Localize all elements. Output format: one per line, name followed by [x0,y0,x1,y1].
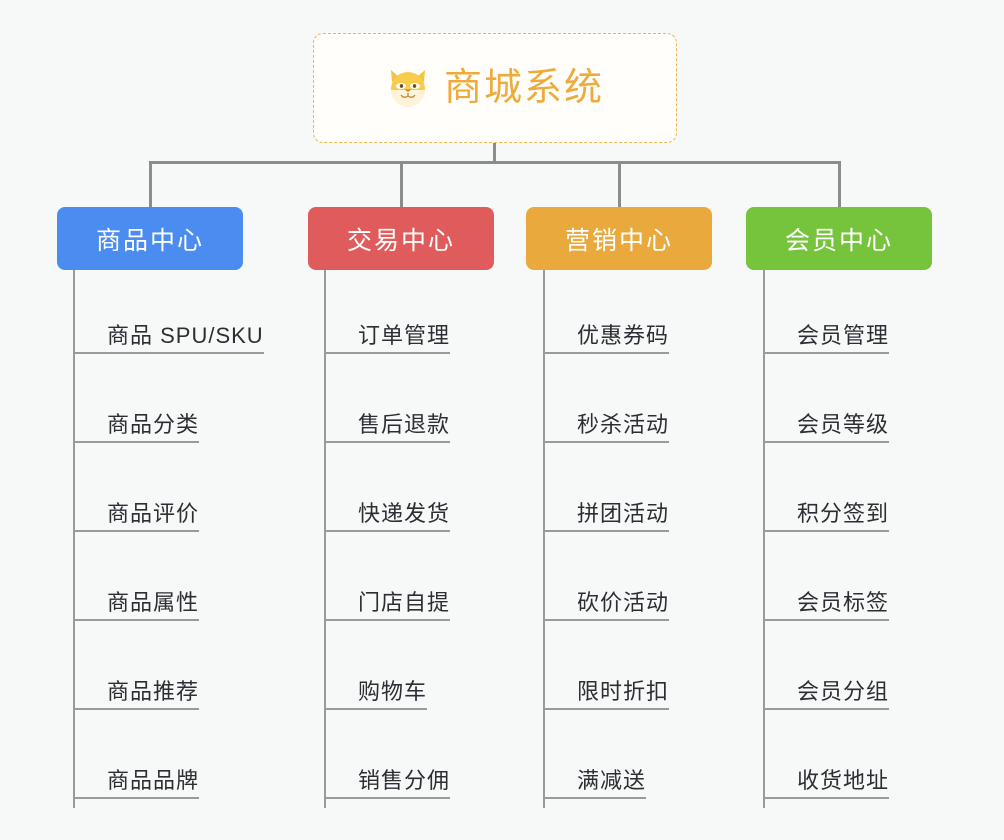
leaf-label: 快递发货 [358,500,451,526]
leaf-label: 订单管理 [358,322,451,348]
leaf-label: 商品分类 [107,411,200,437]
leaf-label: 会员管理 [797,322,890,348]
leaf-item[interactable]: 会员等级 [765,359,890,443]
category-label: 商品中心 [95,226,204,255]
leaf-item[interactable]: 秒杀活动 [545,359,670,443]
leaf-item[interactable]: 门店自提 [326,537,451,621]
leaf-item[interactable]: 商品 SPU/SKU [75,270,264,354]
leaf-item[interactable]: 订单管理 [326,270,451,354]
leaf-label: 砍价活动 [577,589,670,615]
leaf-label: 会员等级 [797,411,890,437]
column-spine [324,270,326,808]
leaf-item[interactable]: 销售分佣 [326,715,451,799]
leaf-item[interactable]: 商品评价 [75,448,200,532]
leaf-label: 积分签到 [797,500,890,526]
leaf-item[interactable]: 商品分类 [75,359,200,443]
leaf-item[interactable]: 会员标签 [765,537,890,621]
root-node[interactable]: 商城系统 [313,33,677,143]
leaf-label: 售后退款 [358,411,451,437]
leaf-item[interactable]: 会员分组 [765,626,890,710]
leaf-item[interactable]: 收货地址 [765,715,890,799]
connector-drop-product-center [149,161,152,207]
leaf-label: 会员分组 [797,678,890,704]
connector-drop-member-center [838,161,841,207]
leaf-item[interactable]: 购物车 [326,626,428,710]
leaf-label: 商品品牌 [107,767,200,793]
leaf-item[interactable]: 砍价活动 [545,537,670,621]
category-label: 会员中心 [784,226,893,255]
leaf-item[interactable]: 商品推荐 [75,626,200,710]
leaf-label: 购物车 [358,678,428,704]
column-spine [543,270,545,808]
leaf-label: 销售分佣 [358,767,451,793]
category-box-trade-center[interactable]: 交易中心 [308,207,494,270]
leaf-item[interactable]: 会员管理 [765,270,890,354]
connector-drop-trade-center [400,161,403,207]
root-title: 商城系统 [443,67,604,109]
leaf-label: 商品 SPU/SKU [107,322,264,348]
column-spine [73,270,75,808]
leaf-item[interactable]: 限时折扣 [545,626,670,710]
leaf-label: 拼团活动 [577,500,670,526]
leaf-item[interactable]: 拼团活动 [545,448,670,532]
leaf-label: 满减送 [577,767,647,793]
category-box-marketing-center[interactable]: 营销中心 [526,207,712,270]
category-label: 交易中心 [346,226,455,255]
leaf-label: 优惠券码 [577,322,670,348]
leaf-label: 门店自提 [358,589,451,615]
connector-drop-marketing-center [618,161,621,207]
leaf-item[interactable]: 商品品牌 [75,715,200,799]
leaf-item[interactable]: 商品属性 [75,537,200,621]
category-box-product-center[interactable]: 商品中心 [57,207,243,270]
connector-horizontal-bus [150,161,840,164]
leaf-label: 商品属性 [107,589,200,615]
leaf-label: 限时折扣 [577,678,670,704]
leaf-item[interactable]: 满减送 [545,715,647,799]
category-label: 营销中心 [564,226,673,255]
leaf-label: 秒杀活动 [577,411,670,437]
leaf-label: 商品评价 [107,500,200,526]
leaf-item[interactable]: 快递发货 [326,448,451,532]
leaf-label: 收货地址 [797,767,890,793]
connector-root-stem [493,143,496,163]
leaf-item[interactable]: 优惠券码 [545,270,670,354]
leaf-label: 商品推荐 [107,678,200,704]
leaf-item[interactable]: 售后退款 [326,359,451,443]
category-box-member-center[interactable]: 会员中心 [746,207,932,270]
dog-face-icon [386,66,430,110]
leaf-item[interactable]: 积分签到 [765,448,890,532]
leaf-label: 会员标签 [797,589,890,615]
column-spine [763,270,765,808]
